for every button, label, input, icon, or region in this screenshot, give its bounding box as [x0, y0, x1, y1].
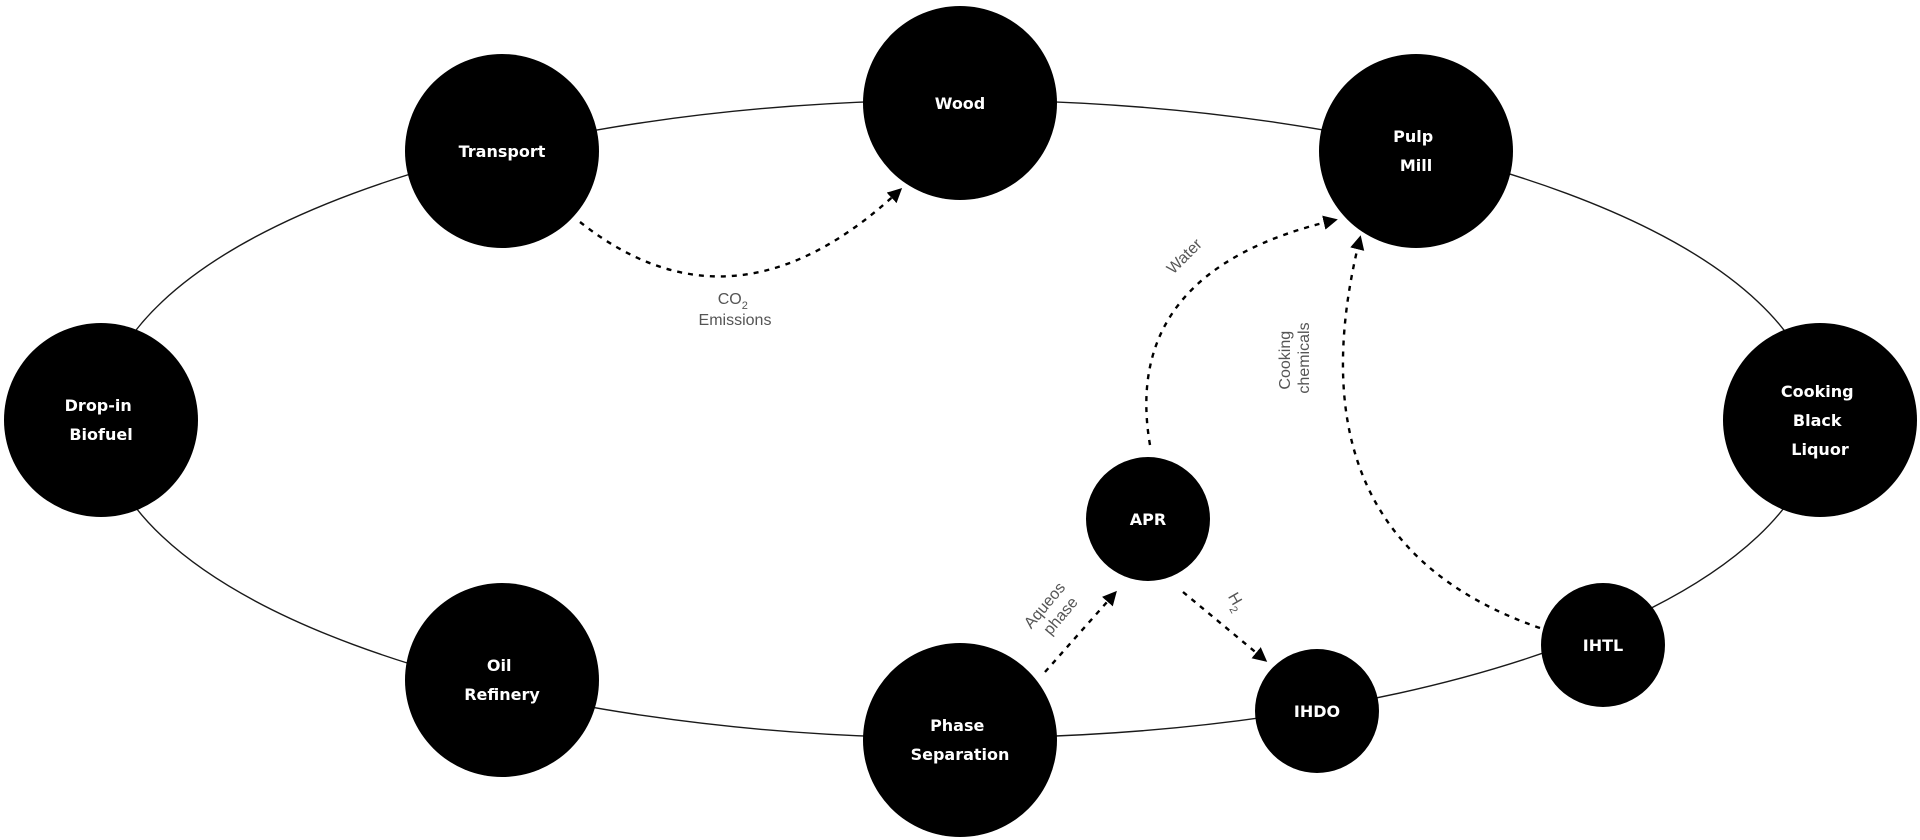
svg-text:IHTL: IHTL: [1583, 636, 1623, 655]
node-wood: Wood: [863, 6, 1057, 200]
svg-text:Transport: Transport: [459, 142, 546, 161]
svg-text:APR: APR: [1130, 510, 1166, 529]
node-pulp-mill: Pulp Mill: [1319, 54, 1513, 248]
svg-text:Phase Separation: Phase Separation: [911, 716, 1010, 764]
node-apr: APR: [1086, 457, 1210, 581]
svg-text:IHDO: IHDO: [1294, 702, 1340, 721]
flow-label-aqueous-phase: Aqueos phase: [1021, 576, 1086, 644]
svg-text:Drop-in Biofuel: Drop-in Biofuel: [65, 396, 138, 444]
node-oil-refinery: Oil Refinery: [405, 583, 599, 777]
node-cooking-black-liquor: Cooking Black Liquor: [1723, 323, 1917, 517]
flow-arrow-cooking-chemicals: [1341, 235, 1541, 630]
flow-label-co2-emissions: CO2 Emissions: [699, 291, 772, 329]
svg-text:Oil Refinery: Oil Refinery: [464, 656, 540, 704]
svg-text:Pulp Mill: Pulp Mill: [1393, 127, 1439, 175]
flow-arrow-h2: [1182, 591, 1268, 662]
svg-text:Wood: Wood: [935, 94, 986, 113]
flow-label-water: Water: [1164, 235, 1206, 277]
flow-arrow-water: [1145, 215, 1338, 446]
node-ihtl: IHTL: [1541, 583, 1665, 707]
flow-label-h2: H2: [1221, 590, 1248, 616]
svg-text:Cooking Black Liqu: Cooking Black Liquor: [1781, 382, 1859, 459]
flow-arrow-co2-emissions: [579, 188, 903, 278]
flow-label-cooking-chemicals: Cooking chemicals: [1277, 322, 1313, 393]
node-transport: Transport: [405, 54, 599, 248]
node-ihdo: IHDO: [1255, 649, 1379, 773]
node-phase-separation: Phase Separation: [863, 643, 1057, 837]
node-drop-in-biofuel: Drop-in Biofuel: [4, 323, 198, 517]
